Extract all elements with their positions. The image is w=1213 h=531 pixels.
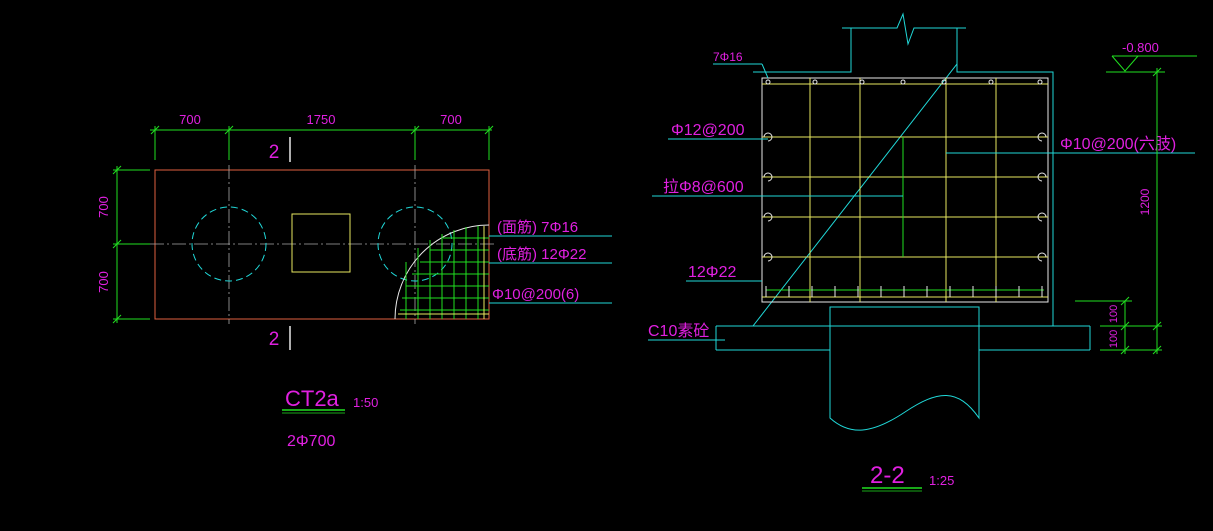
pile-circle-right [377,206,453,282]
column-outline [291,213,351,273]
section-title: 2-2 [870,462,905,489]
section-cut-label-bottom: 2 [269,329,280,350]
elevation-marker [1106,55,1197,73]
plan-rebar-leaders [489,235,612,304]
plan-label-stirrup: Φ10@200(6) [492,286,579,303]
section-dim-height: 1200 [1138,188,1152,215]
pile-circle-left [191,206,267,282]
blinding-layer [715,325,1091,351]
section-view: 7Φ16 Φ12@200 拉Φ8@600 Φ10@200(六肢) 12Φ22 C… [648,12,1197,492]
rebar-cage [761,77,1049,303]
section-label-blinding: C10素砼 [648,322,709,340]
column-stub [842,12,966,72]
section-label-bottom-bars: 12Φ22 [688,264,736,281]
plan-scale: 1:50 [353,395,378,410]
pile-outline [829,306,980,431]
section-cut-label-top: 2 [269,142,280,163]
plan-subtitle: 2Φ700 [287,433,335,450]
section-label-stirrups: Φ10@200(六肢) [1060,135,1176,153]
plan-centerlines [150,165,495,324]
bottom-bar-dots [765,286,1043,297]
section-label-tie-bars: 拉Φ8@600 [663,178,744,196]
section-dim-100-upper: 100 [1108,305,1120,323]
section-scale: 1:25 [929,473,954,488]
plan-rebar-detail [394,224,490,320]
elevation-label: -0.800 [1122,40,1159,55]
plan-dim-top-2: 1750 [307,112,336,127]
section-dimension-right [1075,67,1162,355]
plan-dimension-left [112,165,150,324]
pile-cap-outline [154,169,490,320]
plan-dim-top-1: 700 [179,112,201,127]
plan-dim-top-3: 700 [440,112,462,127]
plan-view: 700 1750 700 700 700 [96,112,612,450]
plan-title: CT2a [285,386,340,411]
top-bar-dots [765,79,1043,85]
plan-label-top-rebar: (面筋) 7Φ16 [497,219,578,236]
plan-label-bottom-rebar: (底筋) 12Φ22 [497,246,587,263]
cap-outline [751,62,1054,327]
section-label-side-bars: Φ12@200 [671,122,745,139]
section-leaders [648,63,1195,341]
section-dim-100-lower: 100 [1108,330,1120,348]
plan-dim-left-2: 700 [96,271,111,293]
section-label-top-bars: 7Φ16 [713,50,743,64]
plan-dimension-top [150,125,494,160]
plan-dim-left-1: 700 [96,196,111,218]
